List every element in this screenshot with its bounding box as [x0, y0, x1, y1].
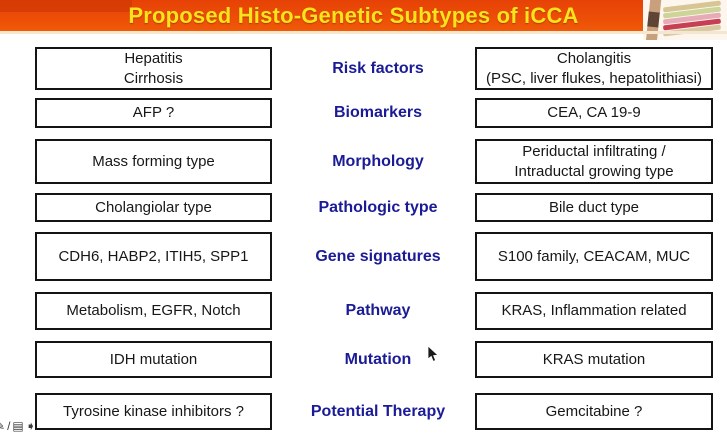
banner-dark-patch [0, 0, 132, 12]
category-label-pathologic-type: Pathologic type [318, 198, 438, 216]
title-banner [0, 0, 727, 31]
category-label-biomarkers: Biomarkers [333, 104, 423, 121]
category-label-gene-signatures: Gene signatures [315, 247, 441, 265]
category-label-potential-therapy: Potential Therapy [310, 402, 446, 420]
row-potential-therapy: Tyrosine kinase inhibitors ? Potential T… [0, 393, 727, 430]
right-box-risk-factors: Cholangitis (PSC, liver flukes, hepatoli… [475, 47, 713, 90]
pen-icon[interactable]: ✎ [0, 419, 6, 433]
slash-icon[interactable]: / [7, 419, 11, 433]
annotation-toolbar: ✎ / ▤ ➧ [0, 418, 36, 434]
chromosome-band [647, 11, 660, 28]
row-mutation: IDH mutation Mutation KRAS mutation [0, 341, 727, 378]
right-box-potential-therapy: Gemcitabine ? [475, 393, 713, 430]
row-gene-signatures: CDH6, HABP2, ITIH5, SPP1 Gene signatures… [0, 232, 727, 281]
left-box-pathway: Metabolism, EGFR, Notch [35, 292, 272, 330]
category-label-mutation: Mutation [344, 350, 412, 368]
right-box-pathway: KRAS, Inflammation related [475, 292, 713, 330]
category-label-morphology: Morphology [332, 152, 424, 170]
right-box-mutation: KRAS mutation [475, 341, 713, 378]
row-morphology: Mass forming type Morphology Periductal … [0, 139, 727, 184]
left-box-pathologic-type: Cholangiolar type [35, 193, 272, 222]
left-box-gene-signatures: CDH6, HABP2, ITIH5, SPP1 [35, 232, 272, 281]
right-box-biomarkers: CEA, CA 19-9 [475, 98, 713, 128]
category-label-pathway: Pathway [345, 302, 411, 319]
right-box-gene-signatures: S100 family, CEACAM, MUC [475, 232, 713, 281]
banner-underline [0, 31, 727, 34]
right-box-pathologic-type: Bile duct type [475, 193, 713, 222]
left-box-mutation: IDH mutation [35, 341, 272, 378]
panel-icon[interactable]: ▤ [12, 419, 24, 433]
category-label-risk-factors: Risk factors [332, 59, 424, 77]
right-box-morphology: Periductal infiltrating / Intraductal gr… [475, 139, 713, 184]
page-title: Proposed Histo-Genetic Subtypes of iCCA [128, 3, 579, 28]
left-box-biomarkers: AFP ? [35, 98, 272, 128]
row-pathologic-type: Cholangiolar type Pathologic type Bile d… [0, 193, 727, 222]
arrow-icon[interactable]: ➧ [25, 419, 36, 433]
left-box-morphology: Mass forming type [35, 139, 272, 184]
row-biomarkers: AFP ? Biomarkers CEA, CA 19-9 [0, 98, 727, 128]
row-risk-factors: Hepatitis Cirrhosis Risk factors Cholang… [0, 47, 727, 90]
left-box-risk-factors: Hepatitis Cirrhosis [35, 47, 272, 90]
mouse-cursor-icon [427, 346, 439, 362]
left-box-potential-therapy: Tyrosine kinase inhibitors ? [35, 393, 272, 430]
row-pathway: Metabolism, EGFR, Notch Pathway KRAS, In… [0, 292, 727, 330]
genome-ideogram-decoration [643, 0, 727, 40]
